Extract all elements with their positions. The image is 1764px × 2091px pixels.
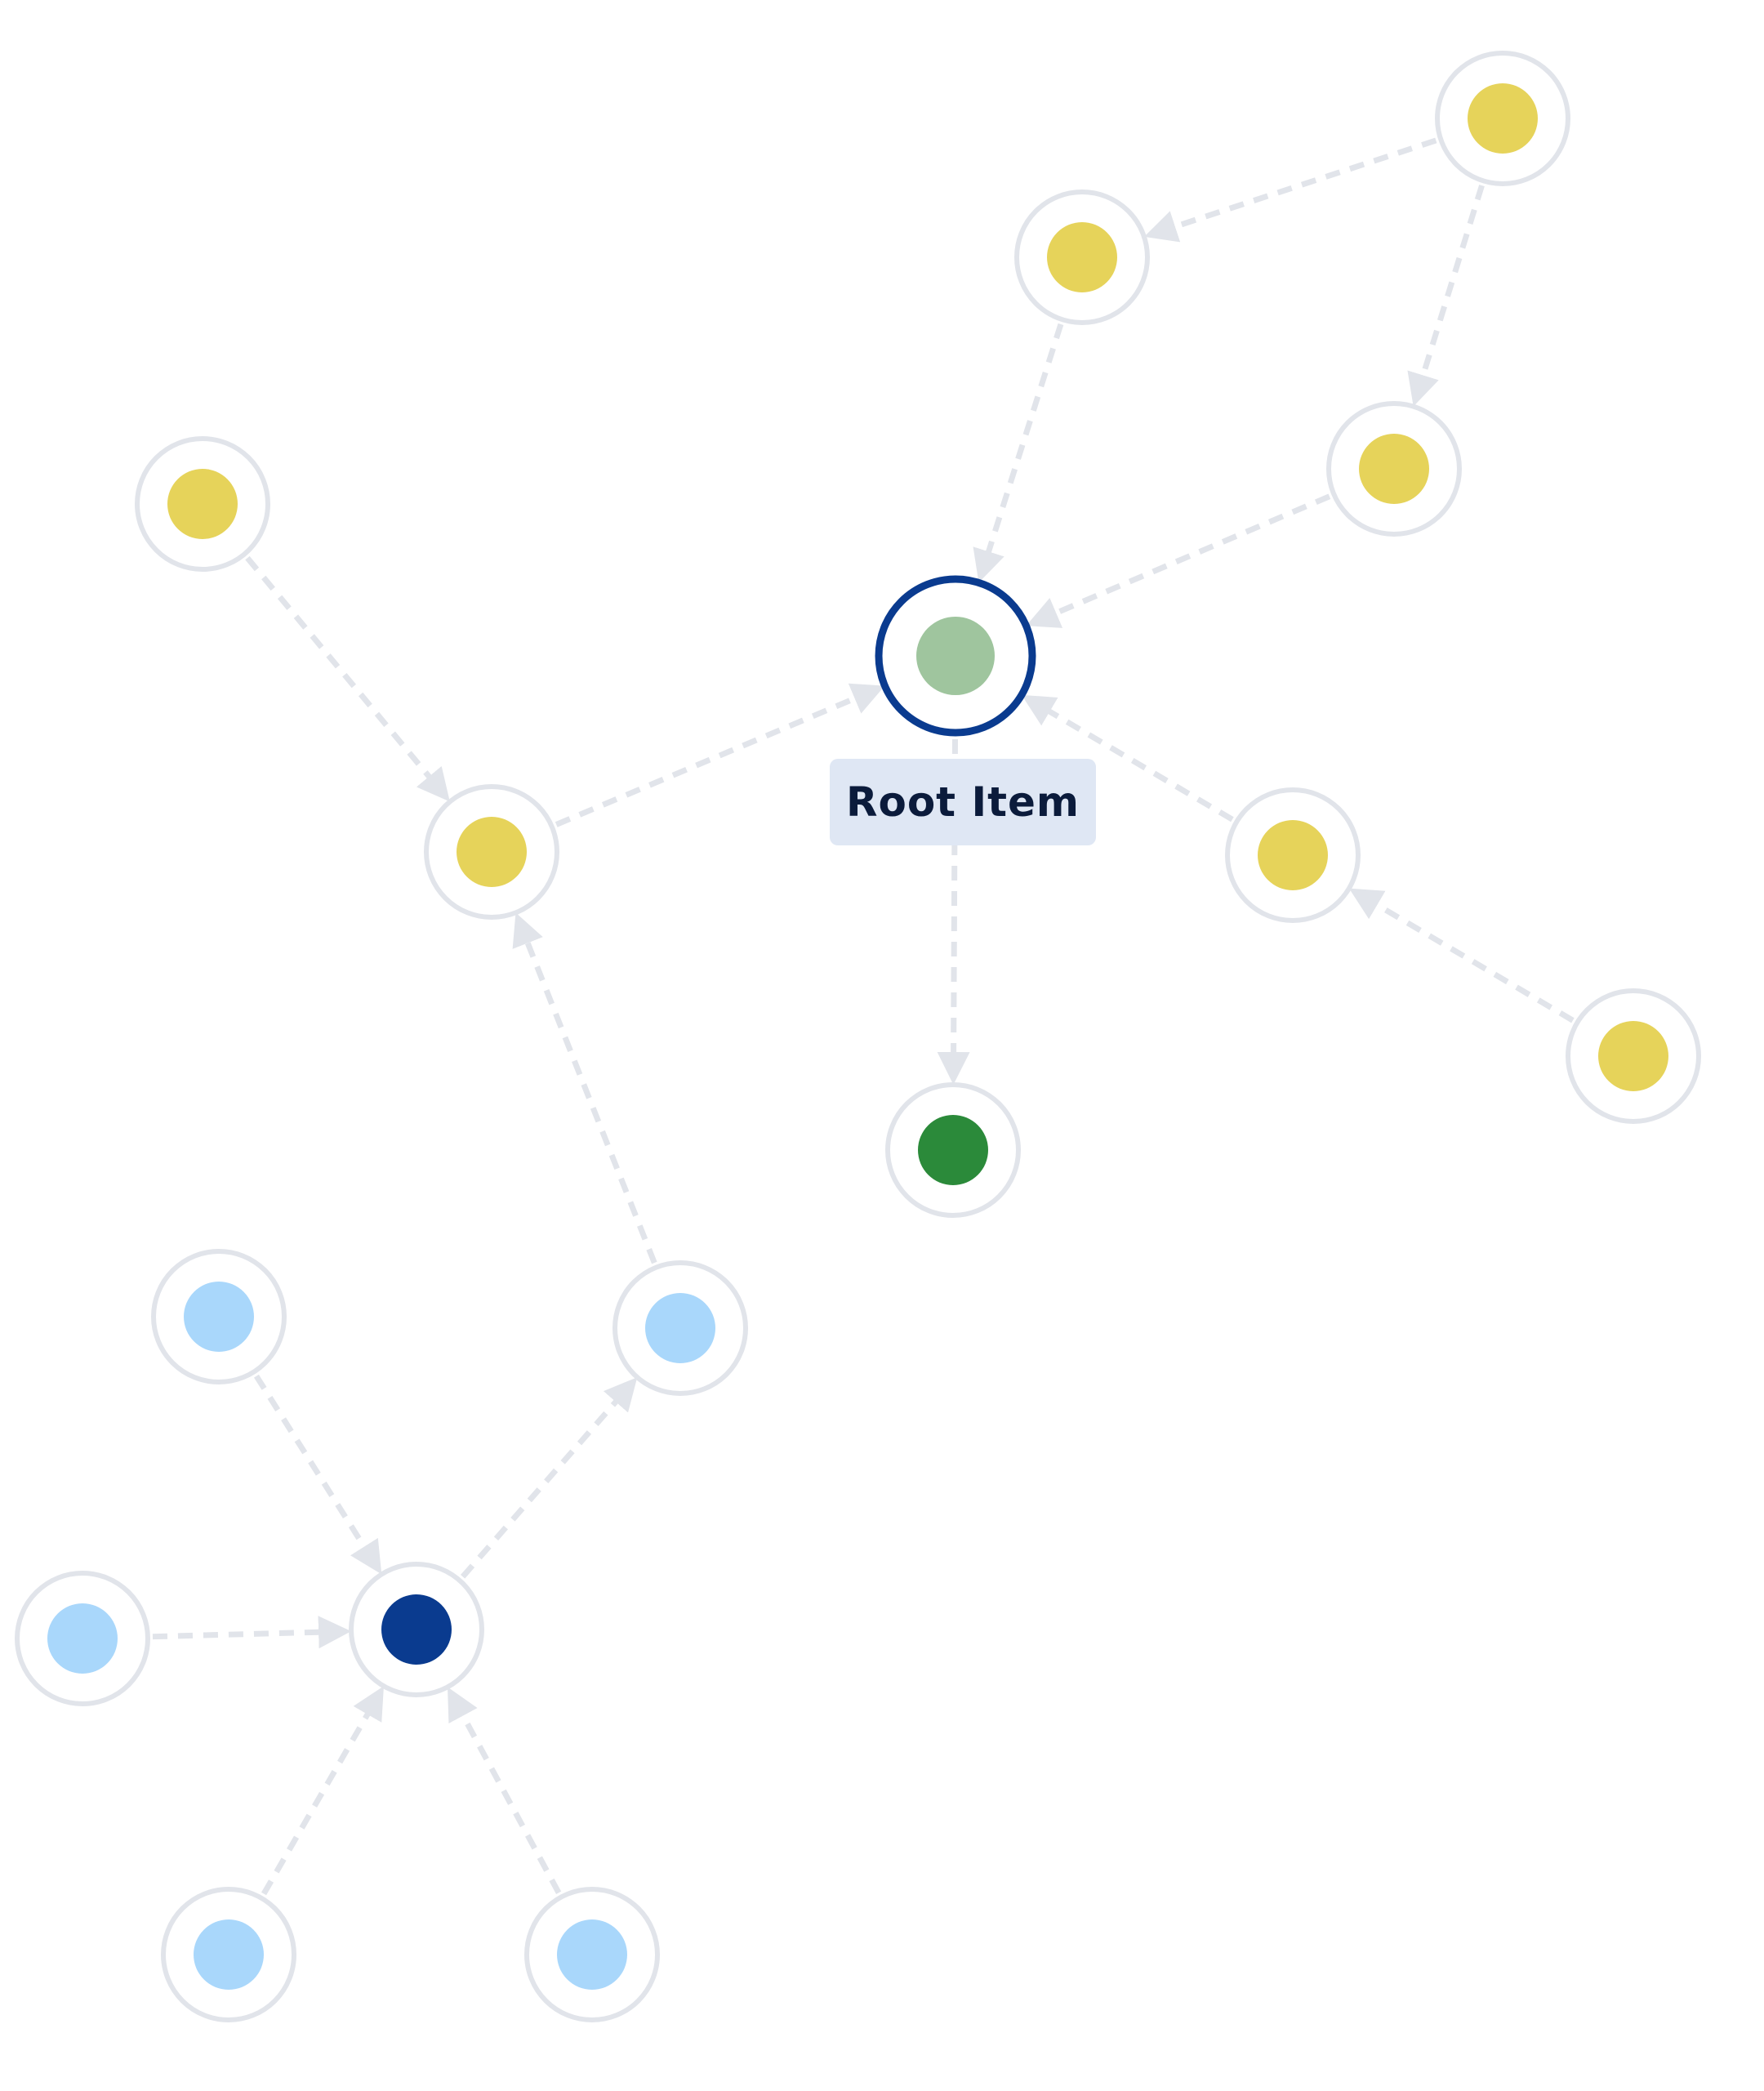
node-b-right[interactable] xyxy=(612,1260,748,1396)
node-dot xyxy=(1598,1021,1668,1091)
edge-b-top-to-hub xyxy=(253,1374,382,1575)
nodes-layer xyxy=(15,51,1701,2022)
node-b-bottom-right[interactable] xyxy=(524,1887,660,2022)
node-b-left[interactable] xyxy=(15,1571,150,1706)
edge-y-top-right-to-y-top-mid xyxy=(1143,137,1437,243)
node-dot xyxy=(167,469,238,539)
node-y-right-upper[interactable] xyxy=(1326,401,1462,537)
edge-y-left-top-to-y-left-mid xyxy=(245,555,450,802)
node-dot xyxy=(381,1594,452,1665)
edge-y-top-mid-to-root xyxy=(973,323,1064,583)
node-b-bottom-left[interactable] xyxy=(161,1887,296,2022)
edge-y-left-mid-to-root xyxy=(555,683,885,827)
node-dot xyxy=(1258,820,1328,890)
node-dot xyxy=(47,1603,118,1674)
node-green-child[interactable] xyxy=(885,1082,1021,1218)
edge-b-left-to-hub xyxy=(152,1616,352,1649)
node-dot xyxy=(916,617,995,695)
edge-b-bottom-left-to-hub xyxy=(261,1686,384,1896)
node-y-top-right[interactable] xyxy=(1435,51,1570,186)
node-dot xyxy=(1359,434,1429,504)
edge-y-far-right-to-y-right-mid xyxy=(1348,888,1575,1023)
edge-y-right-upper-to-root xyxy=(1026,493,1331,628)
edge-y-top-right-to-y-right-upper xyxy=(1407,185,1485,407)
edges-layer xyxy=(152,137,1575,1896)
root-item-label[interactable]: Root Item xyxy=(830,759,1096,845)
node-y-top-mid[interactable] xyxy=(1014,189,1150,325)
node-dot xyxy=(194,1919,264,1990)
node-root[interactable] xyxy=(875,575,1036,737)
node-dot xyxy=(184,1282,254,1352)
node-hub[interactable] xyxy=(349,1562,484,1697)
edge-b-right-to-y-left-mid xyxy=(512,912,657,1264)
node-dot xyxy=(645,1293,715,1363)
node-y-right-mid[interactable] xyxy=(1225,787,1361,923)
node-y-far-right[interactable] xyxy=(1566,988,1701,1124)
node-b-top[interactable] xyxy=(151,1249,287,1384)
edge-hub-to-b-right xyxy=(461,1377,638,1579)
node-y-left-top[interactable] xyxy=(135,436,270,572)
node-dot xyxy=(557,1919,627,1990)
node-dot xyxy=(1047,222,1117,292)
node-dot xyxy=(457,817,527,887)
node-dot xyxy=(918,1115,988,1185)
node-dot xyxy=(1468,83,1538,154)
edge-b-bottom-right-to-hub xyxy=(448,1687,562,1894)
node-y-left-mid[interactable] xyxy=(424,784,559,920)
edge-y-right-mid-to-root xyxy=(1021,694,1234,823)
